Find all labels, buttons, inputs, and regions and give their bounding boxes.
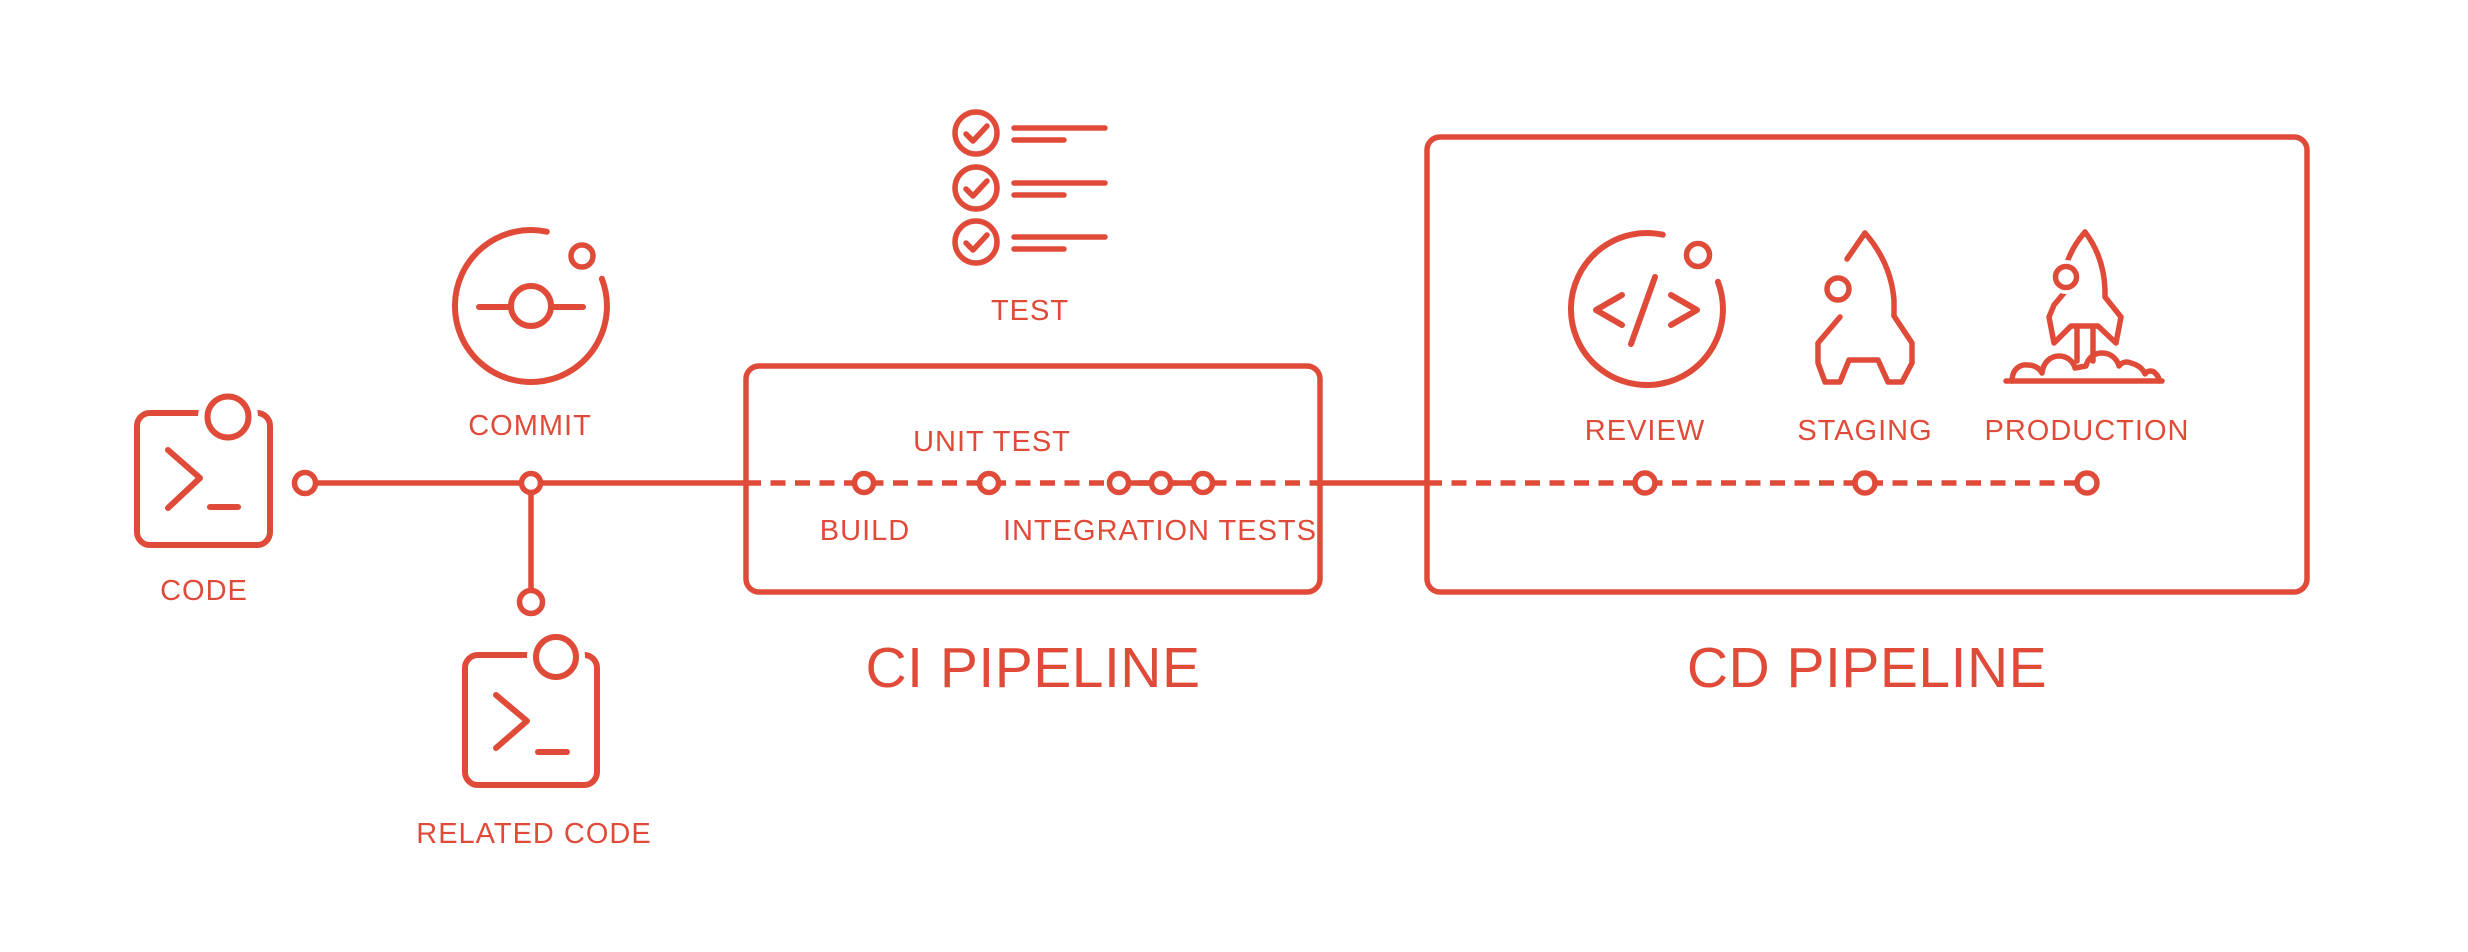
commit-icon (451, 227, 610, 385)
review-icon (1567, 230, 1726, 388)
related-code-prompt-chevron (493, 692, 530, 751)
commit-satellite-circle (568, 242, 596, 270)
production-label: PRODUCTION (1985, 415, 2190, 447)
checklist-row-3 (952, 218, 1108, 266)
staging-porthole-circle (1824, 275, 1852, 303)
check-circle-icon (952, 218, 1000, 266)
ci-pipeline-box (743, 363, 1323, 595)
build-label: BUILD (820, 515, 910, 547)
related-code-circle-badge (533, 634, 579, 680)
production-porthole-circle (2052, 263, 2080, 291)
pipeline-node-integration-3 (1190, 470, 1216, 496)
test-label: TEST (991, 295, 1069, 327)
staging-rocket-icon (1815, 230, 1915, 385)
staging-label: STAGING (1797, 415, 1932, 447)
checklist-row-1 (952, 109, 1108, 157)
commit-orbit-arc (451, 227, 610, 385)
pipeline-node-integration-2 (1148, 470, 1174, 496)
checkmark-icon (963, 178, 990, 199)
review-code-open-bracket (1593, 292, 1625, 328)
review-code-slash (1628, 274, 1658, 347)
pipeline-node-unit-test (976, 470, 1002, 496)
commit-node-circle (508, 283, 554, 329)
review-code-close-bracket (1668, 292, 1700, 328)
test-checklist-icon (952, 109, 1108, 266)
checklist-row-2 (952, 164, 1108, 212)
checkmark-icon (963, 123, 990, 144)
production-rocket-nose-edge (2064, 229, 2088, 266)
review-orbit-arc (1567, 230, 1726, 388)
production-smoke-clouds (2009, 350, 2162, 384)
production-rocket-right-side (2082, 229, 2124, 346)
review-satellite-circle (1683, 240, 1713, 270)
unit-test-label: UNIT TEST (913, 426, 1071, 458)
pipeline-node-review (1632, 470, 1658, 496)
pipeline-node-production (2074, 470, 2100, 496)
code-icon (134, 387, 273, 548)
pipeline-node-related-code (516, 587, 546, 617)
production-rocket-icon (2003, 229, 2165, 384)
production-rocket-left-fin (2046, 290, 2074, 346)
review-label: REVIEW (1585, 415, 1705, 447)
check-circle-icon (952, 164, 1000, 212)
code-circle-badge (204, 393, 252, 441)
staging-rocket-body (1815, 230, 1915, 385)
pipeline-node-start (291, 469, 319, 497)
cd-pipeline-title: CD PIPELINE (1687, 636, 2047, 700)
cd-pipeline-box (1424, 134, 2310, 595)
check-circle-icon (952, 109, 1000, 157)
integration-tests-label: INTEGRATION TESTS (1003, 515, 1317, 547)
code-label: CODE (160, 575, 248, 607)
pipeline-node-integration-1 (1106, 470, 1132, 496)
ci-pipeline-title: CI PIPELINE (866, 636, 1201, 700)
commit-label: COMMIT (468, 410, 592, 442)
pipeline-node-commit (518, 470, 544, 496)
pipeline-node-staging (1852, 470, 1878, 496)
related-code-label: RELATED CODE (416, 818, 651, 850)
checkmark-icon (963, 232, 990, 253)
code-prompt-chevron (165, 447, 203, 511)
staging-rocket-nose-edge (1844, 230, 1868, 262)
pipeline-nodes (291, 469, 2100, 617)
related-code-icon (462, 628, 600, 788)
pipeline-node-build (851, 470, 877, 496)
